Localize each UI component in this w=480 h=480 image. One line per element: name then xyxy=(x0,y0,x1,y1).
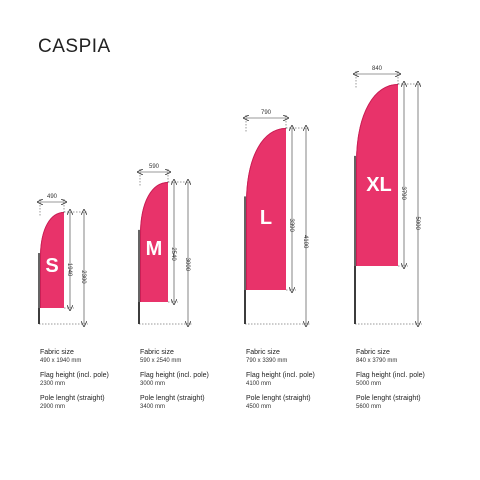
fabric-size-row: Fabric size 840 x 3790 mm xyxy=(356,349,425,364)
flag-height-row: Flag height (incl. pole) 2300 mm xyxy=(40,372,109,387)
flag-edge xyxy=(246,128,287,290)
fabric-size-value: 490 x 1940 mm xyxy=(40,358,82,364)
spec-block-l: Fabric size 790 x 3390 mm Flag height (inc… xyxy=(246,349,315,418)
fabric-size-label: Fabric size xyxy=(246,349,280,356)
fabric-size-value: 840 x 3790 mm xyxy=(356,358,398,364)
size-letter: S xyxy=(45,255,58,277)
fabric-size-label: Fabric size xyxy=(140,349,174,356)
fabric-height-label: 2540 xyxy=(170,247,176,261)
fabric-size-label: Fabric size xyxy=(40,349,74,356)
pole-length-row: Pole lenght (straight) 2900 mm xyxy=(40,395,109,410)
spec-block-xl: Fabric size 840 x 3790 mm Flag height (inc… xyxy=(356,349,425,418)
pole-length-row: Pole lenght (straight) 3400 mm xyxy=(140,395,209,410)
flag-l: L 790 3390 4100 xyxy=(245,110,310,324)
pole-length-label: Pole lenght (straight) xyxy=(246,395,311,402)
flag-edge xyxy=(140,182,169,302)
flag-fabric xyxy=(246,128,286,290)
flag-edge xyxy=(356,84,399,266)
flag-height-label: Flag height (incl. pole) xyxy=(356,372,425,379)
flag-height-label: Flag height (incl. pole) xyxy=(246,372,315,379)
flag-height-row: Flag height (incl. pole) 4100 mm xyxy=(246,372,315,387)
pole-length-row: Pole lenght (straight) 5600 mm xyxy=(356,395,425,410)
product-title: CASPIA xyxy=(38,36,111,57)
fabric-size-row: Fabric size 490 x 1940 mm xyxy=(40,349,109,364)
flag-s: S 490 1940 2300 xyxy=(39,194,88,324)
pole-length-value: 3400 mm xyxy=(140,404,166,410)
width-label: 790 xyxy=(261,110,272,116)
size-letter: L xyxy=(260,207,272,229)
total-height-label: 4100 xyxy=(302,235,308,249)
flag-height-value: 4100 mm xyxy=(246,381,272,387)
flag-edge xyxy=(40,212,65,308)
fabric-size-value: 590 x 2540 mm xyxy=(140,358,182,364)
flag-xl: XL 840 3790 5000 xyxy=(355,66,422,324)
flag-height-label: Flag height (incl. pole) xyxy=(40,372,109,379)
pole-length-label: Pole lenght (straight) xyxy=(356,395,421,402)
flag-height-row: Flag height (incl. pole) 5000 mm xyxy=(356,372,425,387)
spec-block-s: Fabric size 490 x 1940 mm Flag height (inc… xyxy=(40,349,109,418)
pole-length-label: Pole lenght (straight) xyxy=(140,395,205,402)
flag-fabric xyxy=(356,84,398,266)
flag-height-value: 3000 mm xyxy=(140,381,166,387)
width-label: 590 xyxy=(149,164,160,170)
flag-height-row: Flag height (incl. pole) 3000 mm xyxy=(140,372,209,387)
flag-height-label: Flag height (incl. pole) xyxy=(140,372,209,379)
size-letter: M xyxy=(146,238,163,260)
total-height-label: 5000 xyxy=(414,217,420,231)
pole-length-row: Pole lenght (straight) 4500 mm xyxy=(246,395,315,410)
width-label: 840 xyxy=(372,66,383,72)
flag-m: M 590 2540 3000 xyxy=(139,164,192,324)
flag-height-value: 5000 mm xyxy=(356,381,382,387)
flag-height-value: 2300 mm xyxy=(40,381,66,387)
pole-length-value: 2900 mm xyxy=(40,404,66,410)
fabric-size-row: Fabric size 590 x 2540 mm xyxy=(140,349,209,364)
total-height-label: 2300 xyxy=(80,270,86,284)
width-label: 490 xyxy=(47,194,58,200)
pole-length-label: Pole lenght (straight) xyxy=(40,395,105,402)
size-letter: XL xyxy=(366,174,392,196)
fabric-height-label: 3390 xyxy=(288,219,294,233)
fabric-size-value: 790 x 3390 mm xyxy=(246,358,288,364)
total-height-label: 3000 xyxy=(184,258,190,272)
fabric-height-label: 1940 xyxy=(66,263,72,277)
spec-block-m: Fabric size 590 x 2540 mm Flag height (inc… xyxy=(140,349,209,418)
flag-fabric xyxy=(40,212,64,308)
flag-fabric xyxy=(140,182,168,302)
fabric-size-row: Fabric size 790 x 3390 mm xyxy=(246,349,315,364)
pole-length-value: 4500 mm xyxy=(246,404,272,410)
pole-length-value: 5600 mm xyxy=(356,404,382,410)
fabric-size-label: Fabric size xyxy=(356,349,390,356)
fabric-height-label: 3790 xyxy=(400,187,406,201)
